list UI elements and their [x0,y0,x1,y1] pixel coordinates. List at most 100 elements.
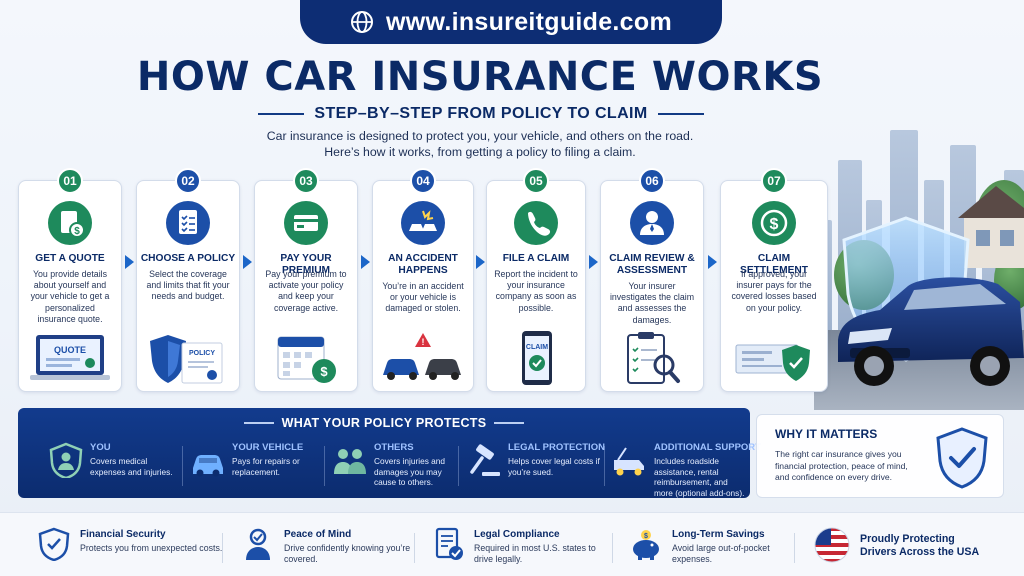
page-title: HOW CAR INSURANCE WORKS [136,54,824,100]
benefit-description: Protects you from unexpected costs. [80,543,223,553]
step-illustration: CLAIM [494,331,578,385]
shield-check-icon [38,527,70,561]
us-flag-icon [814,527,850,563]
step-title: CLAIM REVIEW & ASSESSMENT [609,253,695,276]
divider [222,533,223,563]
site-url: www.insureitguide.com [386,7,672,36]
protect-item-others: OTHERS Covers injuries and damages you ma… [332,440,462,494]
checklist-icon [166,201,210,245]
step-description: You provide details about yourself and y… [30,269,110,324]
phone-icon [514,201,558,245]
tow-truck-icon [614,447,644,476]
gavel-icon [470,444,500,476]
step-arrow-icon [243,255,252,269]
protect-label: ADDITIONAL SUPPORT [654,442,761,453]
step-arrow-icon [361,255,370,269]
protect-label: LEGAL PROTECTION [508,442,605,453]
piggy-bank-icon: $ [633,530,659,560]
divider [324,446,325,486]
dollar-document-icon: $ [48,201,92,245]
protect-item-you: YOU Covers medical expenses and injuries. [48,440,178,494]
step-illustration [610,331,694,385]
step-title: AN ACCIDENT HAPPENS [388,253,458,276]
svg-text:CLAIM: CLAIM [526,344,548,351]
step-number: 06 [639,168,665,194]
protect-description: Includes roadside assistance, rental rei… [654,456,745,498]
car-icon [193,455,223,477]
document-check-icon [435,527,463,560]
svg-text:POLICY: POLICY [189,350,215,357]
step-illustration: $ [264,331,348,385]
protect-label: OTHERS [374,442,414,453]
benefit-label: Legal Compliance [474,529,560,540]
people-icon [334,449,366,474]
why-title: WHY IT MATTERS [775,427,878,441]
step-illustration: QUOTE [28,331,112,385]
step-illustration: POLICY [146,331,230,385]
step-title: PAY YOUR PREMIUM [280,253,332,276]
why-text: The right car insurance gives you financ… [775,449,908,482]
divider [794,533,795,563]
step-description: Your insurer investigates the claim and … [609,281,695,325]
policy-protects-panel: WHAT YOUR POLICY PROTECTS YOU Covers medi… [18,408,761,498]
pride-line-2: Drivers Across the USA [860,546,980,558]
credit-card-icon [284,201,328,245]
step-number: 05 [523,168,549,194]
step-description: Pay your premium to activate your policy… [265,269,347,313]
step-number: 04 [410,168,436,194]
step-title: FILE A CLAIM [502,253,570,264]
divider [414,533,415,563]
step-number: 02 [175,168,201,194]
step-illustration [732,331,816,385]
step-arrow-icon [125,255,134,269]
subtitle-row: STEP–BY–STEP FROM POLICY TO CLAIM [258,104,705,124]
house [958,186,1024,268]
step-arrow-icon [476,255,485,269]
svg-text:QUOTE: QUOTE [54,345,86,355]
step-number: 07 [761,168,787,194]
svg-text:$: $ [644,533,648,540]
benefit-description: Required in most U.S. states to drive le… [474,543,596,564]
step-title: GET A QUOTE [35,253,105,264]
pride-line-1: Proudly Protecting [860,533,955,545]
step-title: CLAIM SETTLEMENT [740,253,808,276]
svg-text:$: $ [770,216,779,233]
person-shield-icon [49,442,83,478]
protects-title: WHAT YOUR POLICY PROTECTS [281,416,487,430]
shield-check-icon [936,427,988,489]
person-check-icon [246,528,270,560]
svg-text:$: $ [74,226,80,237]
dollar-coin-icon: $ [752,201,796,245]
protect-description: Pays for repairs or replacement. [232,456,300,477]
divider [182,446,183,486]
protect-label: YOUR VEHICLE [232,442,304,453]
protect-item-additional-support: ADDITIONAL SUPPORT Includes roadside assi… [612,440,761,498]
url-banner: www.insureitguide.com [300,0,722,44]
protect-description: Covers medical expenses and injuries. [90,456,173,477]
benefit-label: Financial Security [80,529,166,540]
step-title: CHOOSE A POLICY [140,253,236,264]
protect-description: Covers injuries and damages you may caus… [374,456,446,487]
step-description: If approved, your insurer pays for the c… [731,269,817,313]
divider [612,533,613,563]
intro-text: Car insurance is designed to protect you… [266,129,694,159]
adjuster-icon [630,201,674,245]
step-number: 03 [293,168,319,194]
step-description: You’re in an accident or your vehicle is… [382,281,464,314]
svg-text:!: ! [422,337,425,347]
page-subtitle: STEP–BY–STEP FROM POLICY TO CLAIM [314,105,648,122]
divider [458,446,459,486]
benefit-label: Peace of Mind [284,529,352,540]
step-arrow-icon [589,255,598,269]
protect-label: YOU [90,442,111,453]
